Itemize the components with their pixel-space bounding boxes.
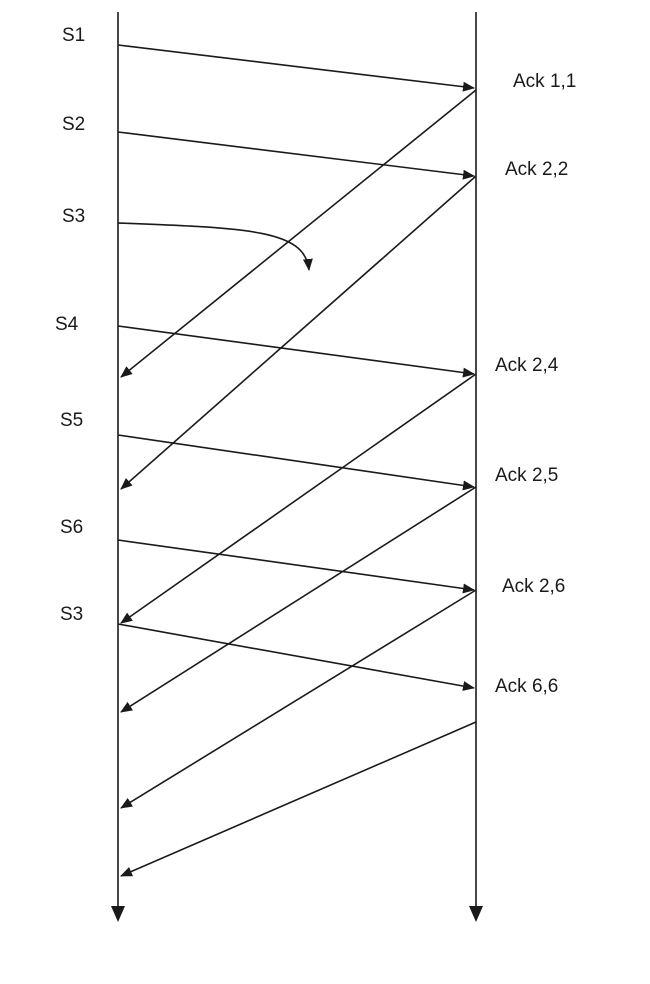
segment-arrow-s5 xyxy=(117,434,475,491)
sender-label-s6: S6 xyxy=(60,517,83,538)
ack-arrow-6-6 xyxy=(120,721,477,877)
ack-arrow-2-4 xyxy=(120,373,477,624)
ack-label-2-4: Ack 2,4 xyxy=(495,355,559,376)
sender-label-s3-retransmit: S3 xyxy=(60,604,83,625)
segment-arrow-s1 xyxy=(117,44,475,92)
segment-arrow-s6 xyxy=(117,539,475,594)
sender-label-s4: S4 xyxy=(55,314,79,335)
ack-arrow-2-5 xyxy=(120,486,477,713)
ack-label-1-1: Ack 1,1 xyxy=(513,71,576,92)
segment-arrow-s4 xyxy=(117,325,475,378)
receiver-lifeline-arrowhead xyxy=(469,906,483,922)
ack-arrow-2-6 xyxy=(120,589,477,809)
sender-label-s2: S2 xyxy=(62,114,85,135)
sender-lifeline-arrowhead xyxy=(111,906,125,922)
ack-label-2-5: Ack 2,5 xyxy=(495,465,558,486)
ack-label-6-6: Ack 6,6 xyxy=(495,676,558,697)
sender-label-s1: S1 xyxy=(62,25,85,46)
ack-label-2-2: Ack 2,2 xyxy=(505,159,568,180)
segment-arrow-s3-lost xyxy=(117,222,313,271)
ack-arrow-1-1 xyxy=(120,89,477,378)
ack-label-2-6: Ack 2,6 xyxy=(502,576,565,597)
sender-label-s5: S5 xyxy=(60,410,83,431)
ack-arrow-2-2 xyxy=(120,175,477,490)
segment-arrow-s2 xyxy=(117,131,475,180)
sender-label-s3: S3 xyxy=(62,206,85,227)
segment-arrow-s3-retransmit xyxy=(117,623,475,691)
